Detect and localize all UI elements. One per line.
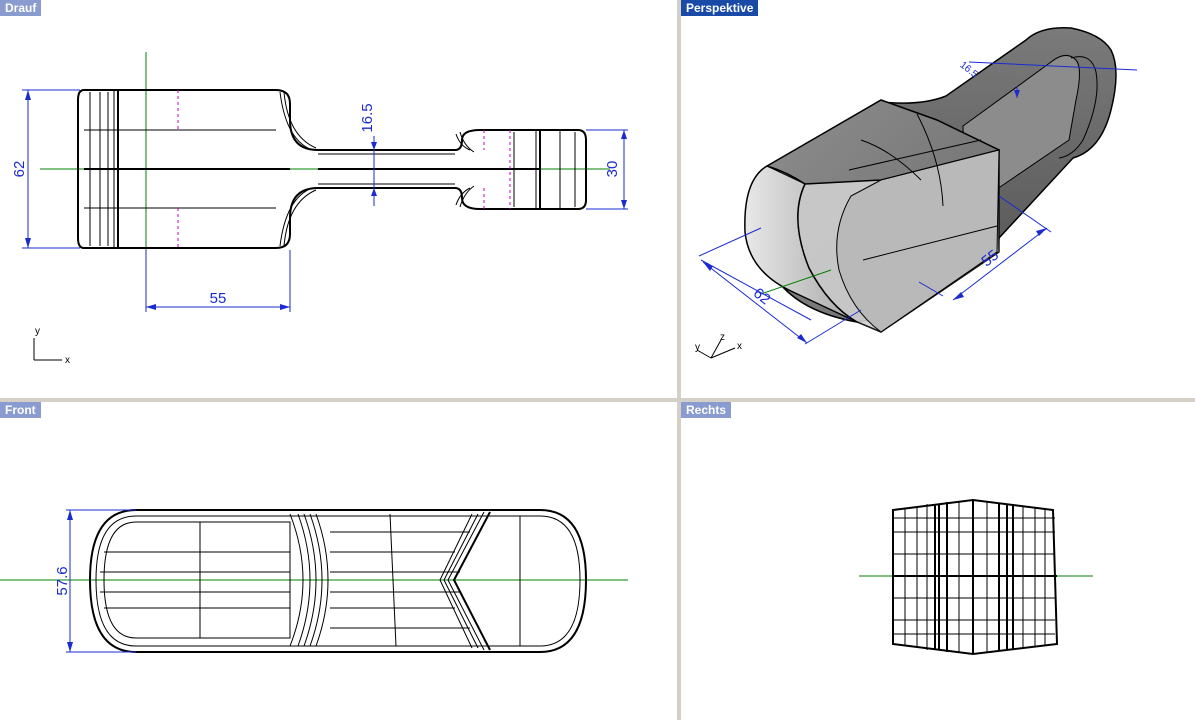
fillet-line [279,187,313,247]
axis-label-x: x [737,341,742,352]
fillet-line [459,185,475,208]
axis-label-x: x [65,355,70,366]
viewport-front[interactable]: Front 57.6 [0,402,677,720]
edge-line [297,513,311,647]
part-outline-top [77,89,587,249]
top-view-canvas[interactable]: 62 16.5 30 55 y x [0,0,677,398]
fillet-line [279,91,313,151]
dimension-line-width [700,259,812,321]
edge-line [916,113,944,207]
fillet-line [455,133,471,151]
notch-line [452,511,491,651]
edge-line [862,225,998,261]
edge-line [848,139,982,171]
edge-line [766,165,882,185]
axis-label-y: y [35,326,40,337]
viewport-title-front[interactable]: Front [0,402,41,418]
viewport-perspective[interactable]: Perspektive [681,0,1195,398]
part-outline-front [88,509,588,653]
axis-icon-y [696,349,712,359]
viewport-title-top[interactable]: Drauf [0,0,42,16]
dimension-width-label: 62 [750,285,774,309]
dimension-height-label-front: 57.6 [54,566,71,595]
axis-label-z: z [720,332,725,343]
viewport-title-right[interactable]: Rechts [681,402,732,418]
fillet-line [455,187,471,206]
green-axis [760,269,832,295]
axis-icon-x [710,347,736,359]
dimension-line-length [952,227,1048,301]
hidden-lines [177,90,511,248]
dimension-waist-label: 16.5 [359,103,376,132]
fillet-line [283,189,317,247]
dimension-end-label: 30 [604,161,621,178]
dimension-height-label: 62 [11,161,28,178]
axis-icon-z [710,339,722,359]
front-view-canvas[interactable]: 57.6 [0,402,677,720]
viewport-divider-vertical[interactable] [677,0,681,720]
dimension-length-label-perspective: 55 [978,247,1002,271]
perspective-view-canvas[interactable]: 62 55 16.5 z y x [681,0,1195,398]
dimension-line-waist [968,61,1138,71]
viewport-divider-horizontal[interactable] [0,398,1195,402]
viewport-right[interactable]: Rechts [681,402,1195,720]
viewport-title-perspective[interactable]: Perspektive [681,0,759,16]
viewport-top[interactable]: Drauf 62 [0,0,677,398]
dimension-length-label: 55 [210,290,227,307]
axis-label-y: y [695,342,700,353]
right-view-canvas[interactable] [681,402,1195,720]
fillet-line [459,131,475,153]
edge-line [860,139,922,181]
fillet-line [283,91,317,149]
